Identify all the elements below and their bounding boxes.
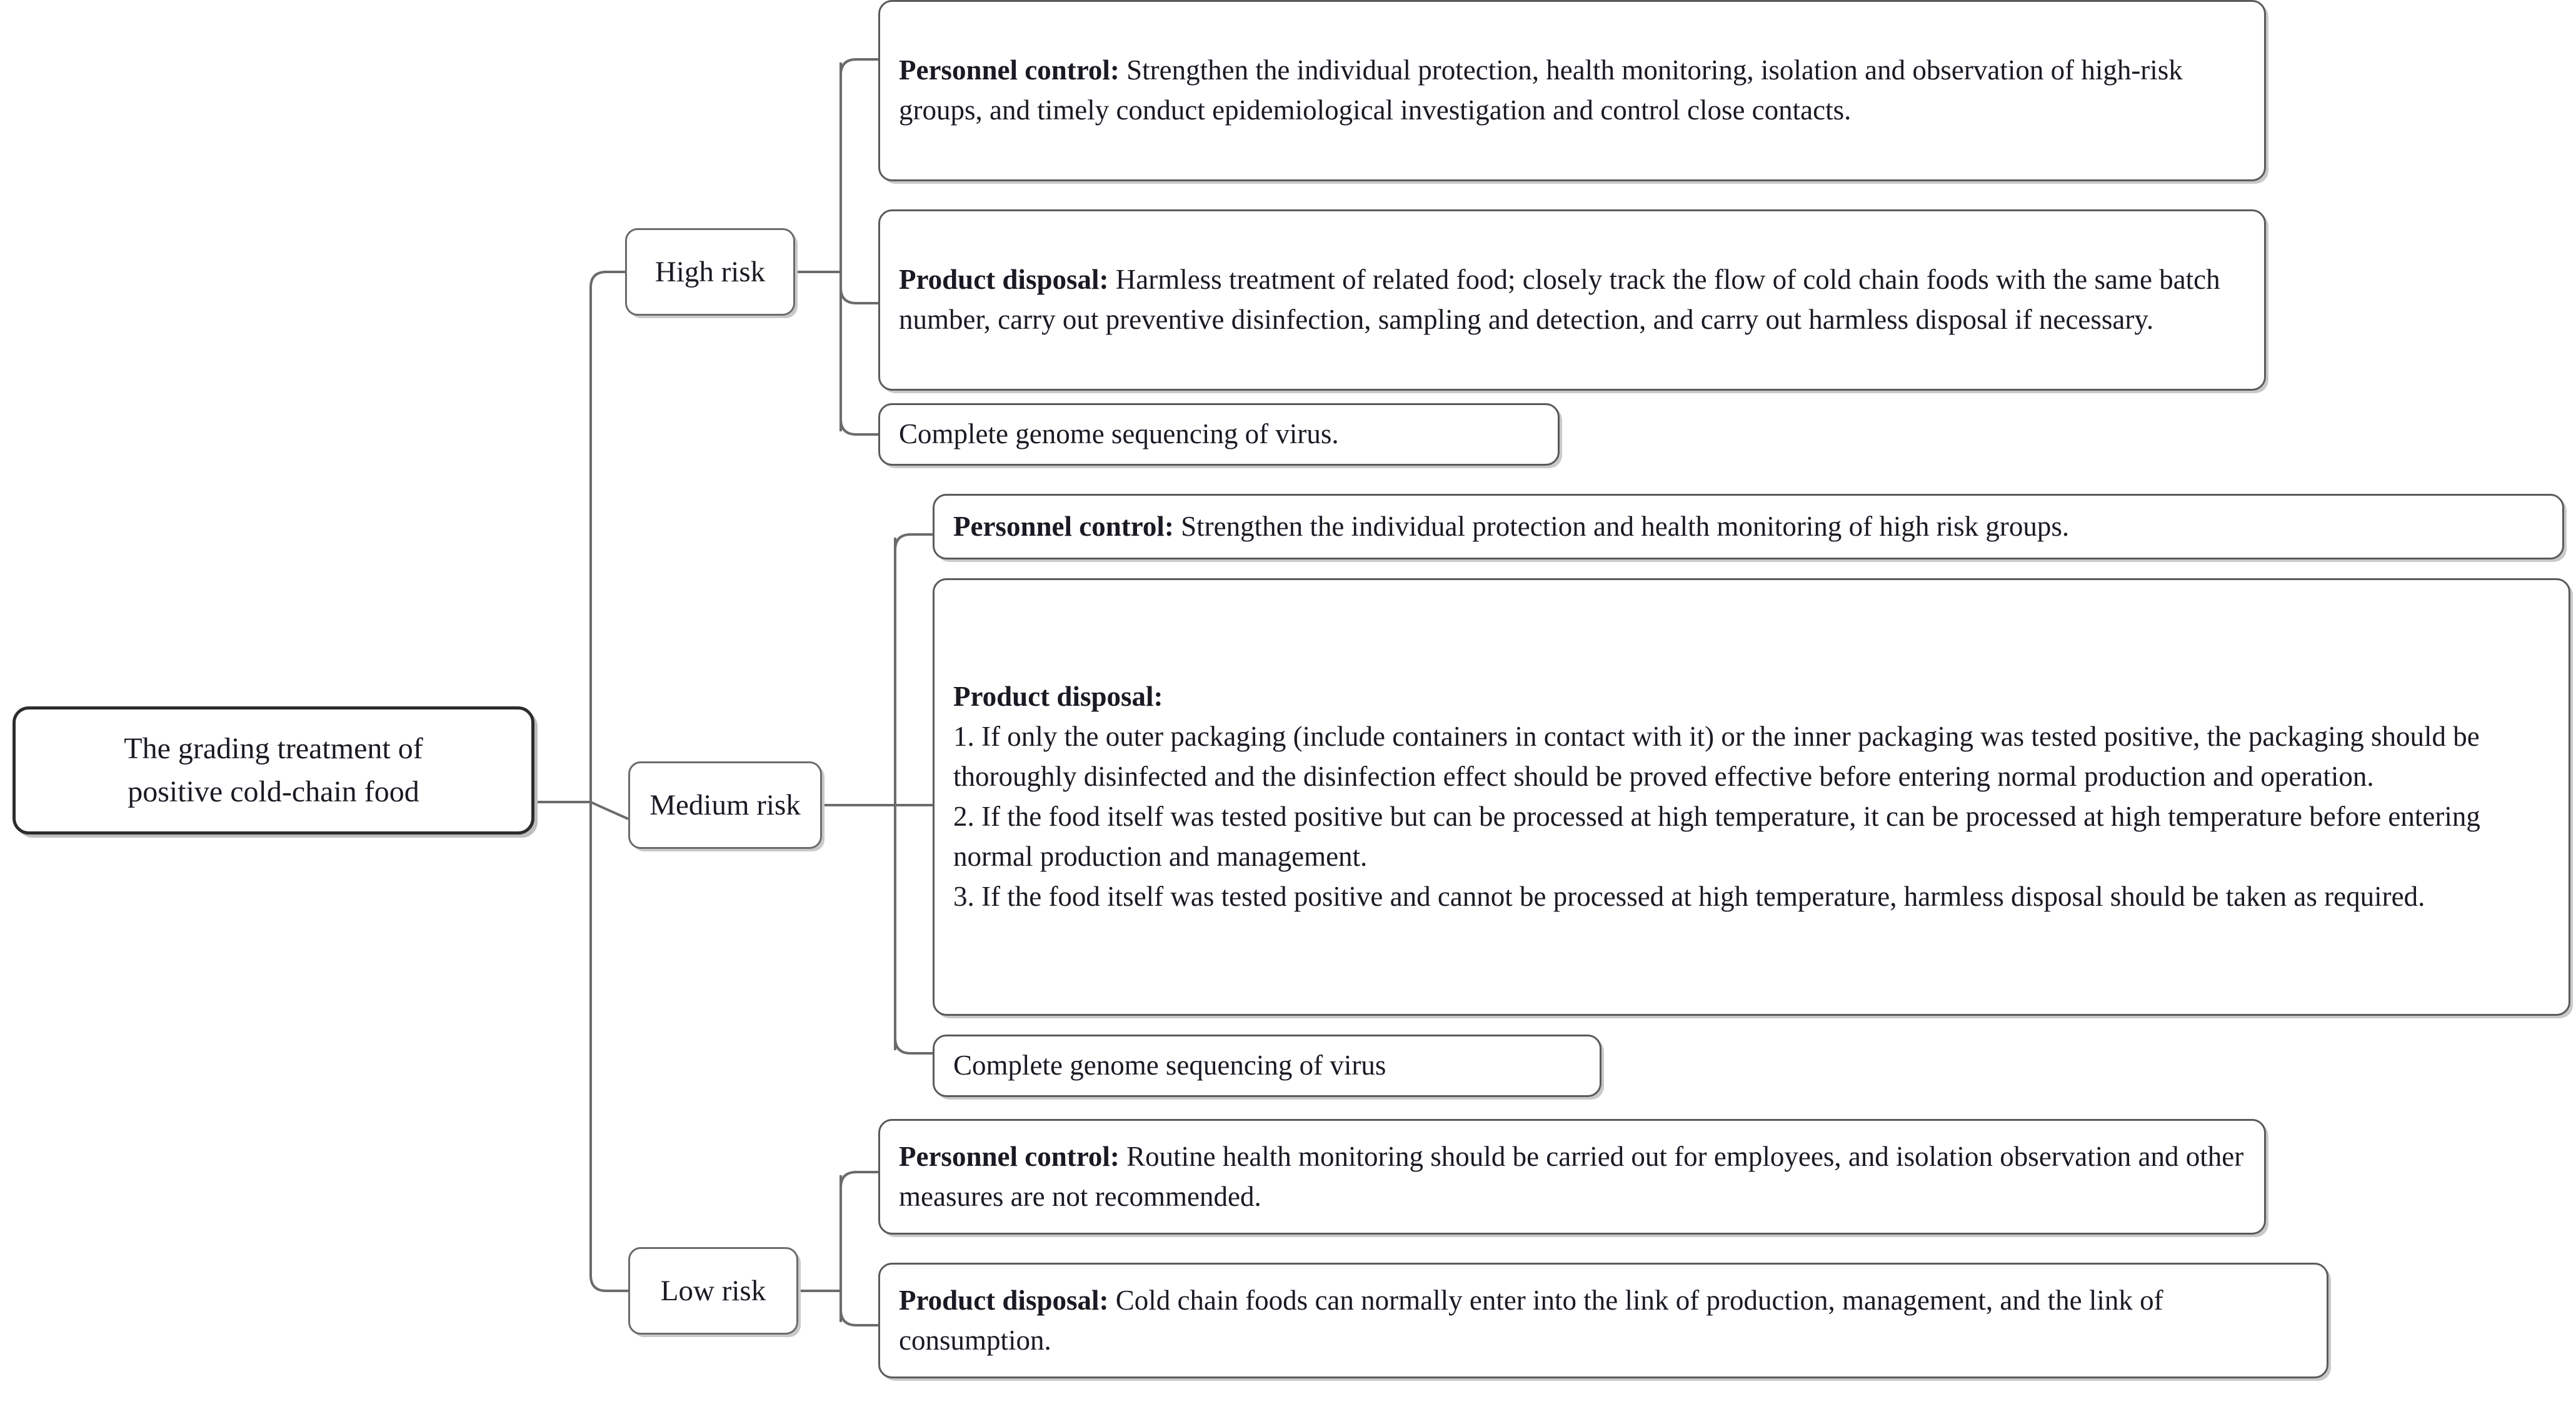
leaf-emphasis: Personnel control: [899,1140,1120,1172]
leaf-body: Harmless treatment of related food; clos… [899,264,2227,335]
leaf-body: Complete genome sequencing of virus [953,1050,1386,1081]
branch-label-low-risk: Low risk [660,1274,766,1307]
leaf-body: 1. If only the outer packaging (include … [953,721,2480,912]
leaf-medium-personnel-control[interactable]: Personnel control: Strengthen the indivi… [933,494,2564,559]
branch-node-low-risk[interactable]: Low risk [628,1247,798,1335]
leaf-medium-product-disposal[interactable]: Product disposal: 1. If only the outer p… [933,578,2570,1016]
leaf-text: Complete genome sequencing of virus [935,1046,1600,1086]
connector-trunk-medium [590,801,629,820]
leaf-text: Product disposal: 1. If only the outer p… [935,677,2568,916]
branch-label-medium-risk: Medium risk [649,788,801,821]
leaf-text: Personnel control: Strengthen the indivi… [880,51,2264,131]
connector-medium-leaf-2 [894,1037,933,1055]
leaf-body: Complete genome sequencing of virus. [899,418,1339,450]
leaf-body: Cold chain foods can normally enter into… [899,1284,2170,1356]
connector-low-leaf-1 [839,1309,878,1326]
leaf-body: Strengthen the individual protection and… [1173,510,2070,542]
connector-trunk-high [589,271,607,288]
leaf-emphasis: Personnel control: [899,54,1120,86]
leaf-text: Personnel control: Strengthen the indivi… [935,507,2562,547]
root-node[interactable]: The grading treatment of positive cold-c… [13,706,534,835]
leaf-high-personnel-control[interactable]: Personnel control: Strengthen the indivi… [878,0,2266,181]
branch-node-medium-risk[interactable]: Medium risk [628,761,822,849]
leaf-high-genome-sequencing[interactable]: Complete genome sequencing of virus. [878,403,1560,466]
leaf-body: Strengthen the individual protection, he… [899,54,2190,126]
root-label: The grading treatment of positive cold-c… [124,732,423,808]
leaf-low-personnel-control[interactable]: Personnel control: Routine health monito… [878,1119,2266,1235]
connector-medium-leaf-0 [894,533,933,551]
connector-trunk-low [589,1275,628,1292]
leaf-emphasis: Product disposal: [899,1284,1109,1316]
leaf-body: Routine health monitoring should be carr… [899,1140,2251,1212]
leaf-text: Complete genome sequencing of virus. [880,414,1558,454]
leaf-low-product-disposal[interactable]: Product disposal: Cold chain foods can n… [878,1263,2328,1378]
connector-high-leaf-1 [839,287,878,304]
leaf-high-product-disposal[interactable]: Product disposal: Harmless treatment of … [878,209,2266,391]
leaf-text: Product disposal: Harmless treatment of … [880,260,2264,340]
leaf-text: Product disposal: Cold chain foods can n… [880,1281,2327,1361]
connector-high-leaf-0 [839,58,878,76]
branch-node-high-risk[interactable]: High risk [625,228,795,316]
connector-high-leaf-2 [839,418,878,436]
connector-low-leaf-0 [839,1171,878,1188]
leaf-emphasis: Product disposal: [899,264,1109,296]
leaf-emphasis: Personnel control: [953,510,1174,542]
leaf-text: Personnel control: Routine health monito… [880,1137,2264,1217]
leaf-emphasis: Product disposal: [953,681,1163,713]
branch-label-high-risk: High risk [654,255,766,288]
leaf-medium-genome-sequencing[interactable]: Complete genome sequencing of virus [933,1035,1601,1097]
